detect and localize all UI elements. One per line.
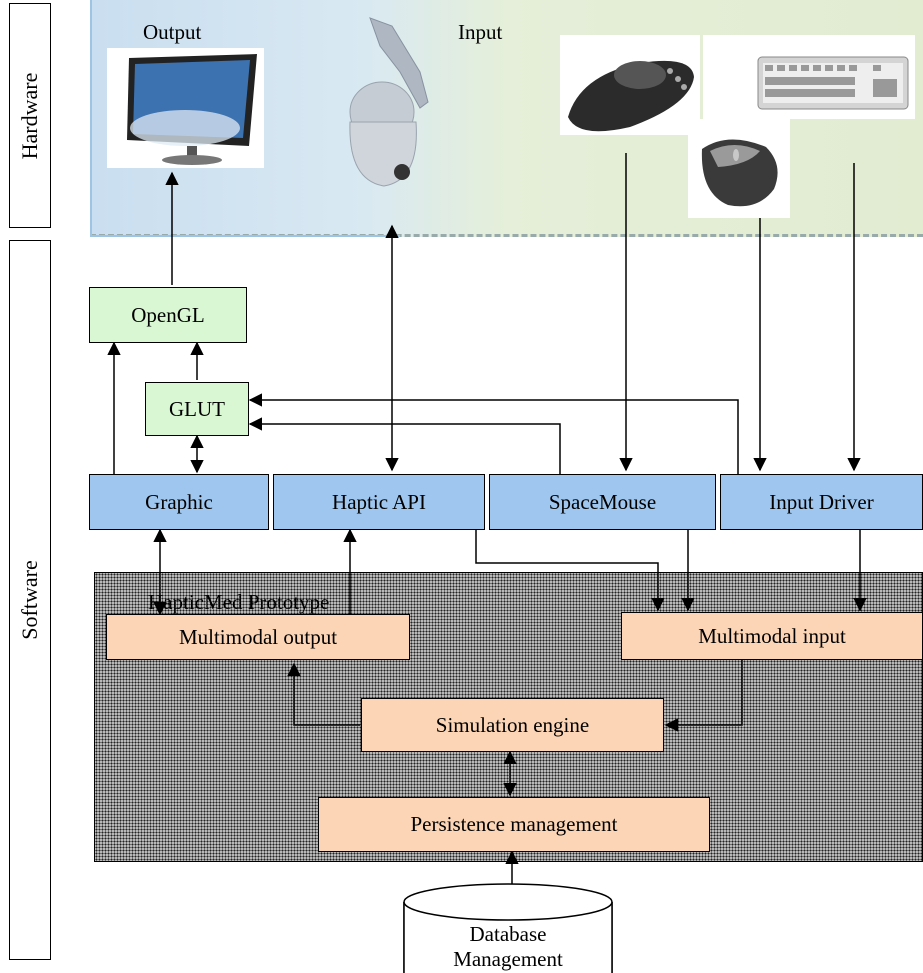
- database-label-line2: Management: [453, 947, 563, 971]
- haptic-api-box: Haptic API: [273, 474, 485, 530]
- input-driver-box: Input Driver: [720, 474, 923, 530]
- multimodal-input-box: Multimodal input: [621, 612, 923, 660]
- output-area-border: [90, 0, 400, 237]
- monitor-icon: [107, 48, 264, 168]
- glut-box: GLUT: [145, 382, 249, 436]
- opengl-box: OpenGL: [89, 287, 247, 343]
- spacemouse-box: SpaceMouse: [489, 474, 716, 530]
- output-label: Output: [143, 20, 202, 44]
- keyboard-icon: [703, 35, 915, 119]
- prototype-title: HapticMed Prototype: [148, 590, 330, 614]
- spacemouse-icon: [560, 35, 700, 135]
- database-cylinder: Database Management: [402, 880, 614, 973]
- database-label-line1: Database: [469, 922, 547, 946]
- simulation-engine-box: Simulation engine: [361, 698, 664, 752]
- input-label: Input: [458, 20, 503, 44]
- haptic-device-icon: [340, 12, 432, 190]
- software-layer-label: Software: [9, 240, 51, 960]
- hardware-layer-label: Hardware: [9, 3, 51, 228]
- multimodal-output-box: Multimodal output: [106, 614, 410, 660]
- mouse-icon: [688, 119, 790, 218]
- persistence-management-box: Persistence management: [318, 797, 710, 852]
- graphic-box: Graphic: [89, 474, 269, 530]
